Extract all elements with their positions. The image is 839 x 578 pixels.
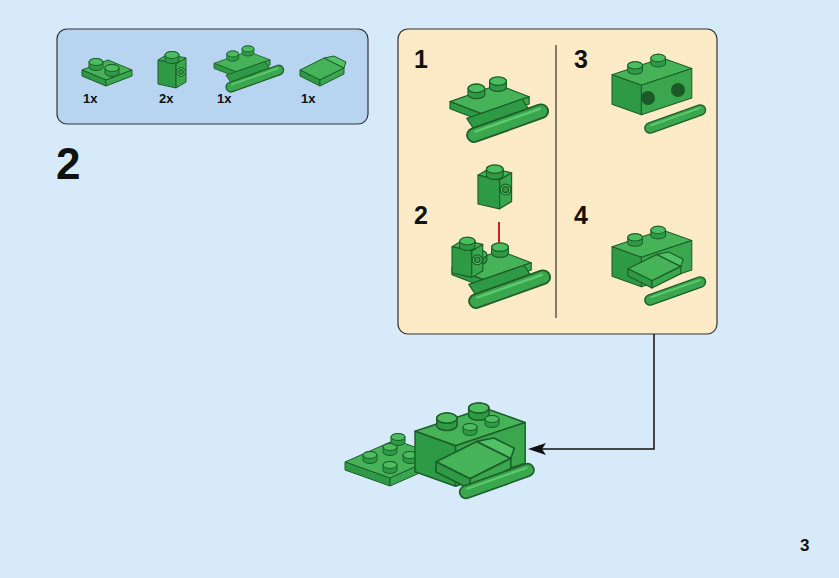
sub-step-number: 3 xyxy=(574,47,588,72)
sub-step-number: 1 xyxy=(414,47,428,72)
parts-list-box: 1x 2x 1x 1x xyxy=(57,29,368,124)
sub-step-number: 4 xyxy=(574,203,588,228)
page-number: 3 xyxy=(800,537,809,554)
quantity-label: 1x xyxy=(83,92,97,105)
sub-step-panel: 1 2 3 4 xyxy=(398,29,717,334)
step-number: 2 xyxy=(56,142,80,186)
sub-step-number: 2 xyxy=(414,203,428,228)
quantity-label: 1x xyxy=(217,92,231,105)
quantity-label: 1x xyxy=(301,92,315,105)
quantity-label: 2x xyxy=(159,92,173,105)
